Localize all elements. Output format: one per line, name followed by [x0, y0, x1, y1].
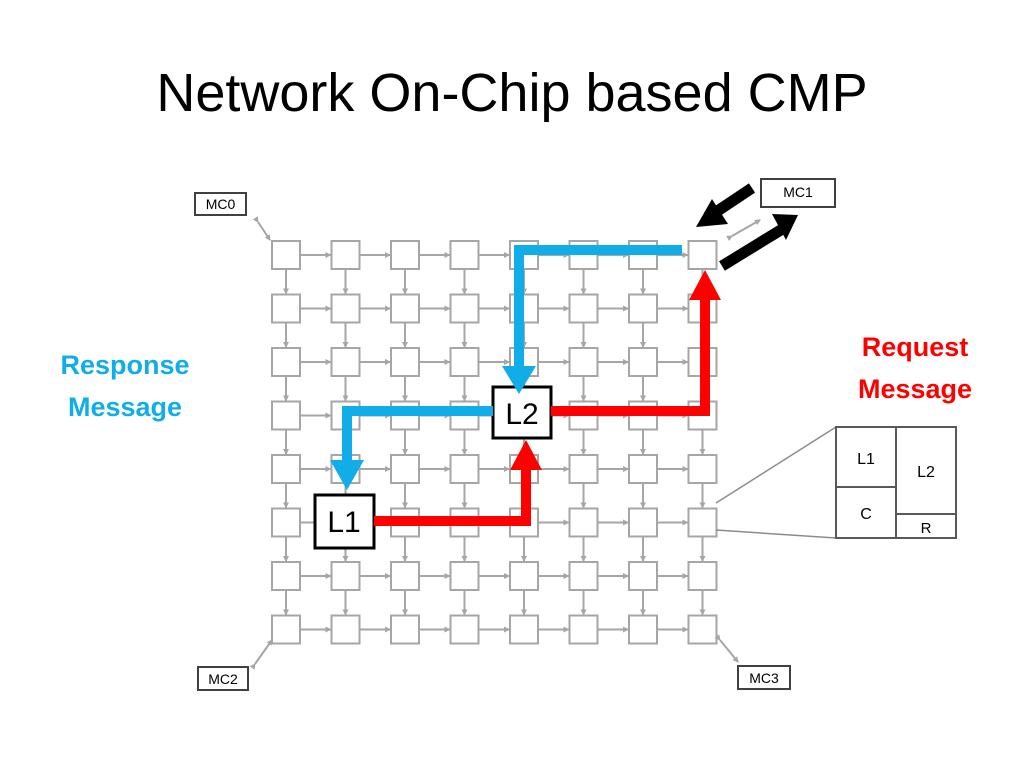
mesh-router — [687, 561, 718, 591]
mesh-router — [271, 561, 301, 591]
request-path — [374, 298, 710, 526]
mesh-router — [330, 347, 361, 377]
mesh-router — [271, 293, 301, 324]
request-path-segment-2 — [551, 298, 710, 416]
mesh-router — [509, 561, 539, 591]
mc0-link — [252, 216, 271, 241]
mesh-router — [390, 614, 420, 645]
response-label-line-2: Message — [67, 392, 183, 422]
mesh-router — [568, 561, 599, 591]
mesh-router — [449, 614, 480, 645]
mesh-router — [271, 454, 301, 484]
mesh-router — [568, 293, 599, 324]
mesh-router — [568, 507, 599, 538]
mesh-router — [330, 614, 361, 645]
response-message-label: Response Message — [40, 344, 210, 428]
mesh-router — [687, 240, 718, 270]
request-label-line-2: Message — [857, 374, 973, 404]
mc2-label: MC2 — [208, 671, 238, 687]
mc1-link — [726, 219, 761, 242]
mesh-router — [390, 240, 420, 270]
mc-links — [249, 216, 761, 670]
response-arrow-head-1 — [502, 366, 536, 394]
request-arrow-head-2 — [689, 270, 721, 300]
l1-node-label: L1 — [327, 506, 360, 539]
mesh-router — [568, 454, 599, 484]
page-title: Network On-Chip based CMP — [156, 63, 868, 123]
mc1-to-router-arrow-shaft — [709, 183, 756, 219]
mesh-router — [687, 507, 718, 538]
mesh-router — [687, 454, 718, 484]
mesh-router — [390, 561, 420, 591]
router-to-mc1-arrow-shaft — [719, 223, 787, 271]
tile-l1-label: L1 — [857, 451, 875, 468]
tile-core-label: C — [860, 506, 872, 523]
mesh-router — [390, 347, 420, 377]
request-message-label: Request Message — [840, 326, 990, 410]
mc3-label: MC3 — [749, 670, 779, 686]
mesh-router — [449, 561, 480, 591]
mesh-router — [628, 454, 658, 484]
mc1-label: MC1 — [783, 184, 813, 200]
memory-arrows — [696, 183, 798, 271]
l2-node-label: L2 — [505, 398, 538, 431]
mesh-router — [271, 614, 301, 645]
mesh-routers — [271, 240, 718, 645]
mesh-router — [390, 454, 420, 484]
request-label-line-1: Request — [861, 332, 969, 362]
mesh-router — [628, 347, 658, 377]
mesh-router — [628, 507, 658, 538]
mc3-link — [714, 634, 739, 663]
mc2-link — [249, 639, 273, 670]
mc0-box: MC0 — [194, 192, 247, 216]
tile-detail: L1 L2 C R — [715, 426, 957, 539]
mesh-router — [568, 614, 599, 645]
mesh-router — [271, 347, 301, 377]
mc2-box: MC2 — [197, 666, 249, 691]
response-path-segment-1 — [514, 245, 682, 368]
mesh-router — [628, 293, 658, 324]
mesh-router — [628, 614, 658, 645]
response-path — [342, 245, 682, 462]
zoom-line-top — [715, 426, 837, 504]
request-arrow-head-1 — [510, 440, 542, 470]
mc3-box: MC3 — [737, 665, 791, 690]
response-arrow-head-2 — [330, 460, 364, 490]
l1-node: L1 — [313, 493, 376, 550]
router-to-mc1-arrow-head — [772, 214, 798, 240]
mc1-box: MC1 — [760, 178, 836, 208]
mesh-router — [271, 400, 301, 431]
mesh-router — [449, 454, 480, 484]
mesh-router — [687, 614, 718, 645]
request-path-segment-1 — [374, 468, 531, 526]
tile-l2-label: L2 — [917, 464, 935, 481]
mesh-router — [330, 293, 361, 324]
mesh-links — [283, 252, 706, 633]
mesh-router — [330, 240, 361, 270]
l2-node: L2 — [491, 385, 553, 440]
mesh-router — [271, 507, 301, 538]
mesh-router — [330, 561, 361, 591]
zoom-line-bottom — [715, 529, 837, 539]
mesh-router — [390, 293, 420, 324]
mc0-label: MC0 — [206, 196, 236, 212]
mesh-router — [271, 240, 301, 270]
mesh-router — [449, 240, 480, 270]
mesh-router — [568, 347, 599, 377]
mesh-router — [449, 293, 480, 324]
response-label-line-1: Response — [60, 350, 190, 380]
mc1-to-router-arrow-head — [696, 199, 728, 227]
mesh-router — [509, 614, 539, 645]
tile-router-label: R — [921, 520, 932, 537]
mesh-router — [628, 561, 658, 591]
response-path-segment-2 — [342, 406, 493, 462]
mesh-router — [449, 347, 480, 377]
